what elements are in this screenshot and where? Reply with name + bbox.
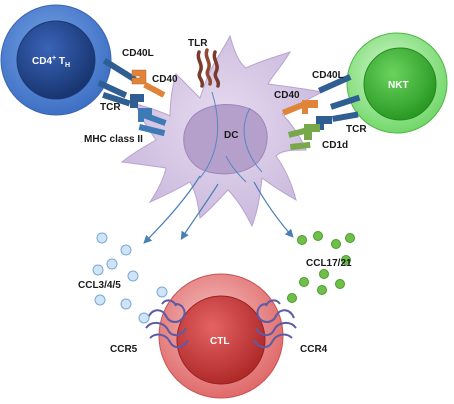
chemokine-dot (92, 264, 104, 276)
chemokine-dot (331, 239, 341, 249)
label-cd40l-right: CD40L (312, 70, 344, 81)
label-tcr-right: TCR (346, 124, 367, 135)
chemokine-dot (345, 233, 355, 243)
chemokine-dot (120, 244, 132, 256)
label-tlr: TLR (188, 38, 208, 49)
cd40l-cd40-receptor-left (102, 58, 166, 98)
chemokine-dot (156, 286, 168, 298)
label-cd40-right: CD40 (274, 90, 300, 101)
nkt-cell-inner (363, 47, 437, 121)
ccl345-chemokines (92, 232, 168, 324)
cd4-th-label: CD4+ TH (32, 55, 70, 69)
chemokine-dot (313, 231, 323, 241)
chemokine-dot (319, 269, 329, 279)
chemokine-dot (120, 298, 132, 310)
tlr-receptor (196, 48, 221, 88)
arrow-to-ccl345 (143, 175, 201, 244)
chemokine-dot (335, 279, 345, 289)
chemokine-dot (317, 285, 327, 295)
ccr4-receptor (253, 299, 297, 348)
label-ccl345: CCL3/4/5 (78, 280, 121, 291)
label-cd1d: CD1d (322, 140, 348, 151)
ctl-cell-inner (176, 295, 266, 385)
nkt-label: NKT (388, 80, 409, 91)
chemokine-dot (96, 232, 108, 244)
dc-inner-curve (225, 155, 247, 183)
chemokine-dot (94, 294, 106, 306)
label-cd40l-left: CD40L (122, 48, 154, 59)
chemokine-dot (106, 258, 118, 270)
chemokine-dot (127, 270, 139, 282)
ccr5-receptor (145, 299, 189, 348)
chemokine-dot (287, 293, 297, 303)
label-mhc-class-ii: MHC class II (84, 134, 143, 145)
dc-label: DC (224, 130, 238, 141)
label-tcr-left: TCR (100, 102, 121, 113)
arrow-to-ctl-left (180, 183, 219, 241)
cd4-th-cell-inner (16, 20, 96, 100)
ccl1721-chemokines (287, 231, 355, 303)
tcr-cd1d-receptor-right (288, 94, 361, 150)
chemokine-dot (297, 235, 307, 245)
label-ccr5: CCR5 (110, 344, 138, 355)
dc-nucleus (183, 104, 268, 175)
dc-inner-curve (199, 91, 219, 179)
tcr-mhc-receptor-left (97, 80, 167, 137)
cd40-cd40l-receptor-right (282, 74, 352, 116)
chemokine-dot (299, 277, 309, 287)
label-ccl1721: CCL17/21 (306, 258, 352, 269)
arrow-to-ccl1721 (253, 181, 294, 238)
dc-inner-curve (243, 107, 263, 173)
chemokine-dot (341, 255, 351, 265)
label-cd40-left: CD40 (152, 74, 178, 85)
chemokine-dot (138, 312, 150, 324)
label-ccr4: CCR4 (300, 344, 328, 355)
ctl-label: CTL (210, 336, 229, 347)
